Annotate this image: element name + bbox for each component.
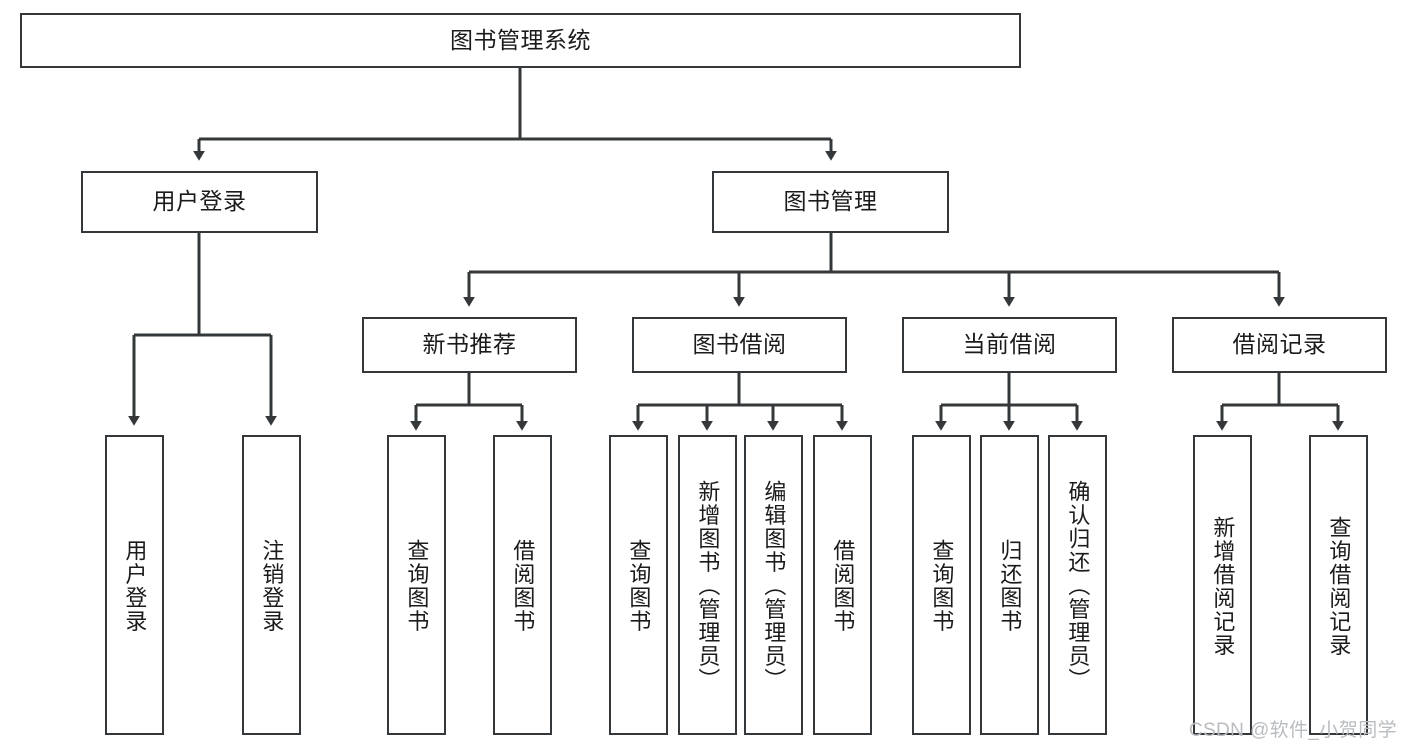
node-leaf-edit-book-label: 编辑图书（管理员） <box>761 480 787 692</box>
node-leaf-return-book-label: 归还图书 <box>997 539 1023 633</box>
node-leaf-borrow-book-1-label: 借阅图书 <box>510 539 536 633</box>
node-leaf-add-record[interactable]: 新增借阅记录 <box>1193 435 1252 735</box>
node-new-book-recommend[interactable]: 新书推荐 <box>362 317 577 373</box>
node-leaf-add-book-label: 新增图书（管理员） <box>695 480 721 692</box>
node-leaf-borrow-book-2[interactable]: 借阅图书 <box>813 435 872 735</box>
node-leaf-user-login[interactable]: 用户登录 <box>105 435 164 735</box>
node-current-borrow[interactable]: 当前借阅 <box>902 317 1117 373</box>
node-book-borrow[interactable]: 图书借阅 <box>632 317 847 373</box>
node-leaf-return-book[interactable]: 归还图书 <box>980 435 1039 735</box>
csdn-watermark: CSDN @软件_小贺同学 <box>1188 720 1397 741</box>
node-leaf-query-book-2-label: 查询图书 <box>626 539 652 633</box>
node-book-borrow-label: 图书借阅 <box>692 331 787 358</box>
node-current-borrow-label: 当前借阅 <box>962 331 1057 358</box>
node-leaf-query-book-3[interactable]: 查询图书 <box>912 435 971 735</box>
node-user-login[interactable]: 用户登录 <box>81 171 318 233</box>
node-leaf-user-login-label: 用户登录 <box>122 539 148 633</box>
node-leaf-confirm-return[interactable]: 确认归还（管理员） <box>1048 435 1107 735</box>
node-borrow-record[interactable]: 借阅记录 <box>1172 317 1387 373</box>
node-leaf-edit-book[interactable]: 编辑图书（管理员） <box>744 435 803 735</box>
node-leaf-add-record-label: 新增借阅记录 <box>1210 515 1236 657</box>
node-leaf-borrow-book-2-label: 借阅图书 <box>830 539 856 633</box>
node-leaf-borrow-book-1[interactable]: 借阅图书 <box>493 435 552 735</box>
node-leaf-logout-login-label: 注销登录 <box>259 539 285 633</box>
node-leaf-confirm-return-label: 确认归还（管理员） <box>1065 480 1091 692</box>
node-leaf-query-record-label: 查询借阅记录 <box>1326 515 1352 657</box>
node-borrow-record-label: 借阅记录 <box>1232 331 1327 358</box>
node-root[interactable]: 图书管理系统 <box>20 13 1021 68</box>
node-user-login-label: 用户登录 <box>152 188 247 215</box>
node-root-label: 图书管理系统 <box>450 26 591 53</box>
node-leaf-query-book-1-label: 查询图书 <box>404 539 430 633</box>
node-leaf-add-book[interactable]: 新增图书（管理员） <box>678 435 737 735</box>
node-leaf-query-book-3-label: 查询图书 <box>929 539 955 633</box>
node-leaf-logout-login[interactable]: 注销登录 <box>242 435 301 735</box>
node-new-book-recommend-label: 新书推荐 <box>422 331 517 358</box>
node-book-manage-label: 图书管理 <box>783 188 878 215</box>
node-leaf-query-book-2[interactable]: 查询图书 <box>609 435 668 735</box>
node-leaf-query-record[interactable]: 查询借阅记录 <box>1309 435 1368 735</box>
node-leaf-query-book-1[interactable]: 查询图书 <box>387 435 446 735</box>
node-book-manage[interactable]: 图书管理 <box>712 171 949 233</box>
